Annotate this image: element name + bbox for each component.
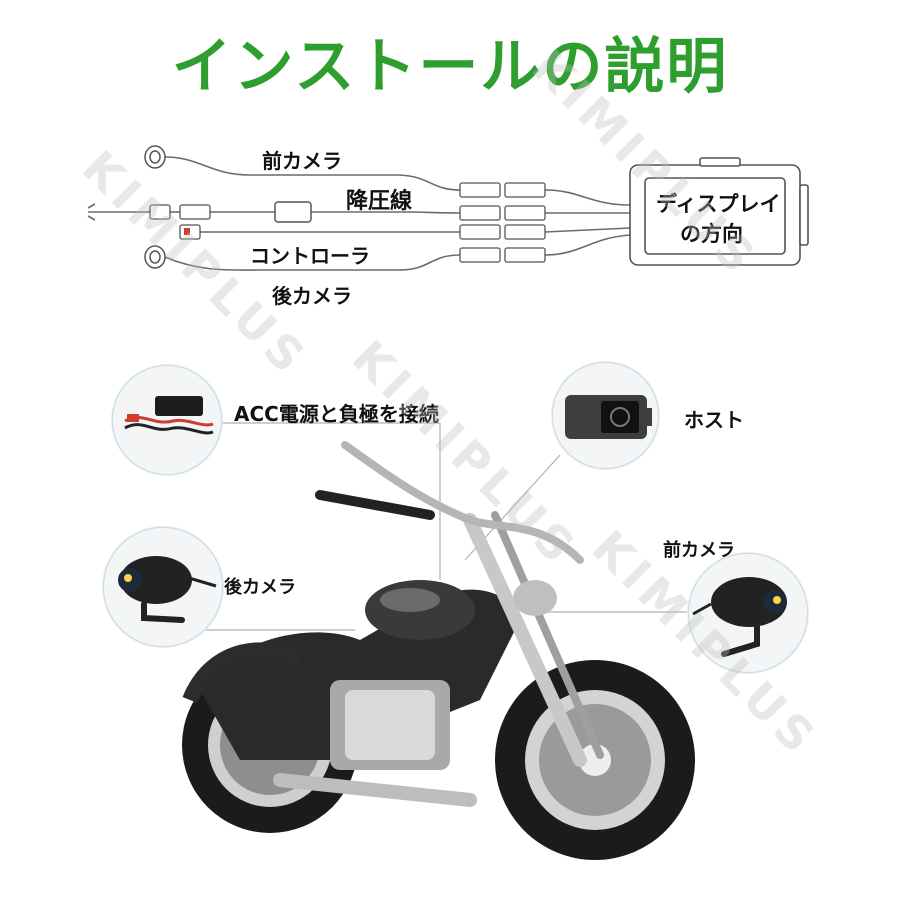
motorcycle-illustration <box>182 441 695 860</box>
acc-label: ACC電源と負極を接続 <box>234 402 439 426</box>
acc-wire-icon <box>124 396 214 435</box>
page-title: インストールの説明 <box>171 32 729 102</box>
host-callout <box>552 362 659 469</box>
rear-camera-callout <box>103 527 223 647</box>
front-camera-callout <box>688 553 808 673</box>
front-camera-photo-icon <box>692 577 787 657</box>
display-direction-line2: の方向 <box>680 222 743 246</box>
diagram-rear-camera-label: 後カメラ <box>272 284 352 308</box>
rear-camera-photo-label: 後カメラ <box>224 577 296 598</box>
connectors <box>149 182 546 263</box>
rear-camera-diagram-icon <box>144 245 166 269</box>
front-camera-photo-label: 前カメラ <box>663 540 735 561</box>
controller-led <box>184 228 190 235</box>
front-camera-diagram-icon <box>144 145 166 169</box>
diagram-front-camera-label: 前カメラ <box>262 149 342 173</box>
cables <box>87 156 631 271</box>
diagram-controller-label: コントローラ <box>250 244 370 268</box>
host-label: ホスト <box>684 408 744 432</box>
display-direction-line1: ディスプレイ <box>656 192 781 216</box>
diagram-step-down-label: 降圧線 <box>346 189 413 214</box>
acc-wire-callout <box>112 365 222 475</box>
host-device-icon <box>565 395 652 439</box>
display-unit-shape <box>629 157 809 266</box>
step-down-module-shape <box>274 201 312 223</box>
rear-camera-photo-icon <box>118 556 217 623</box>
